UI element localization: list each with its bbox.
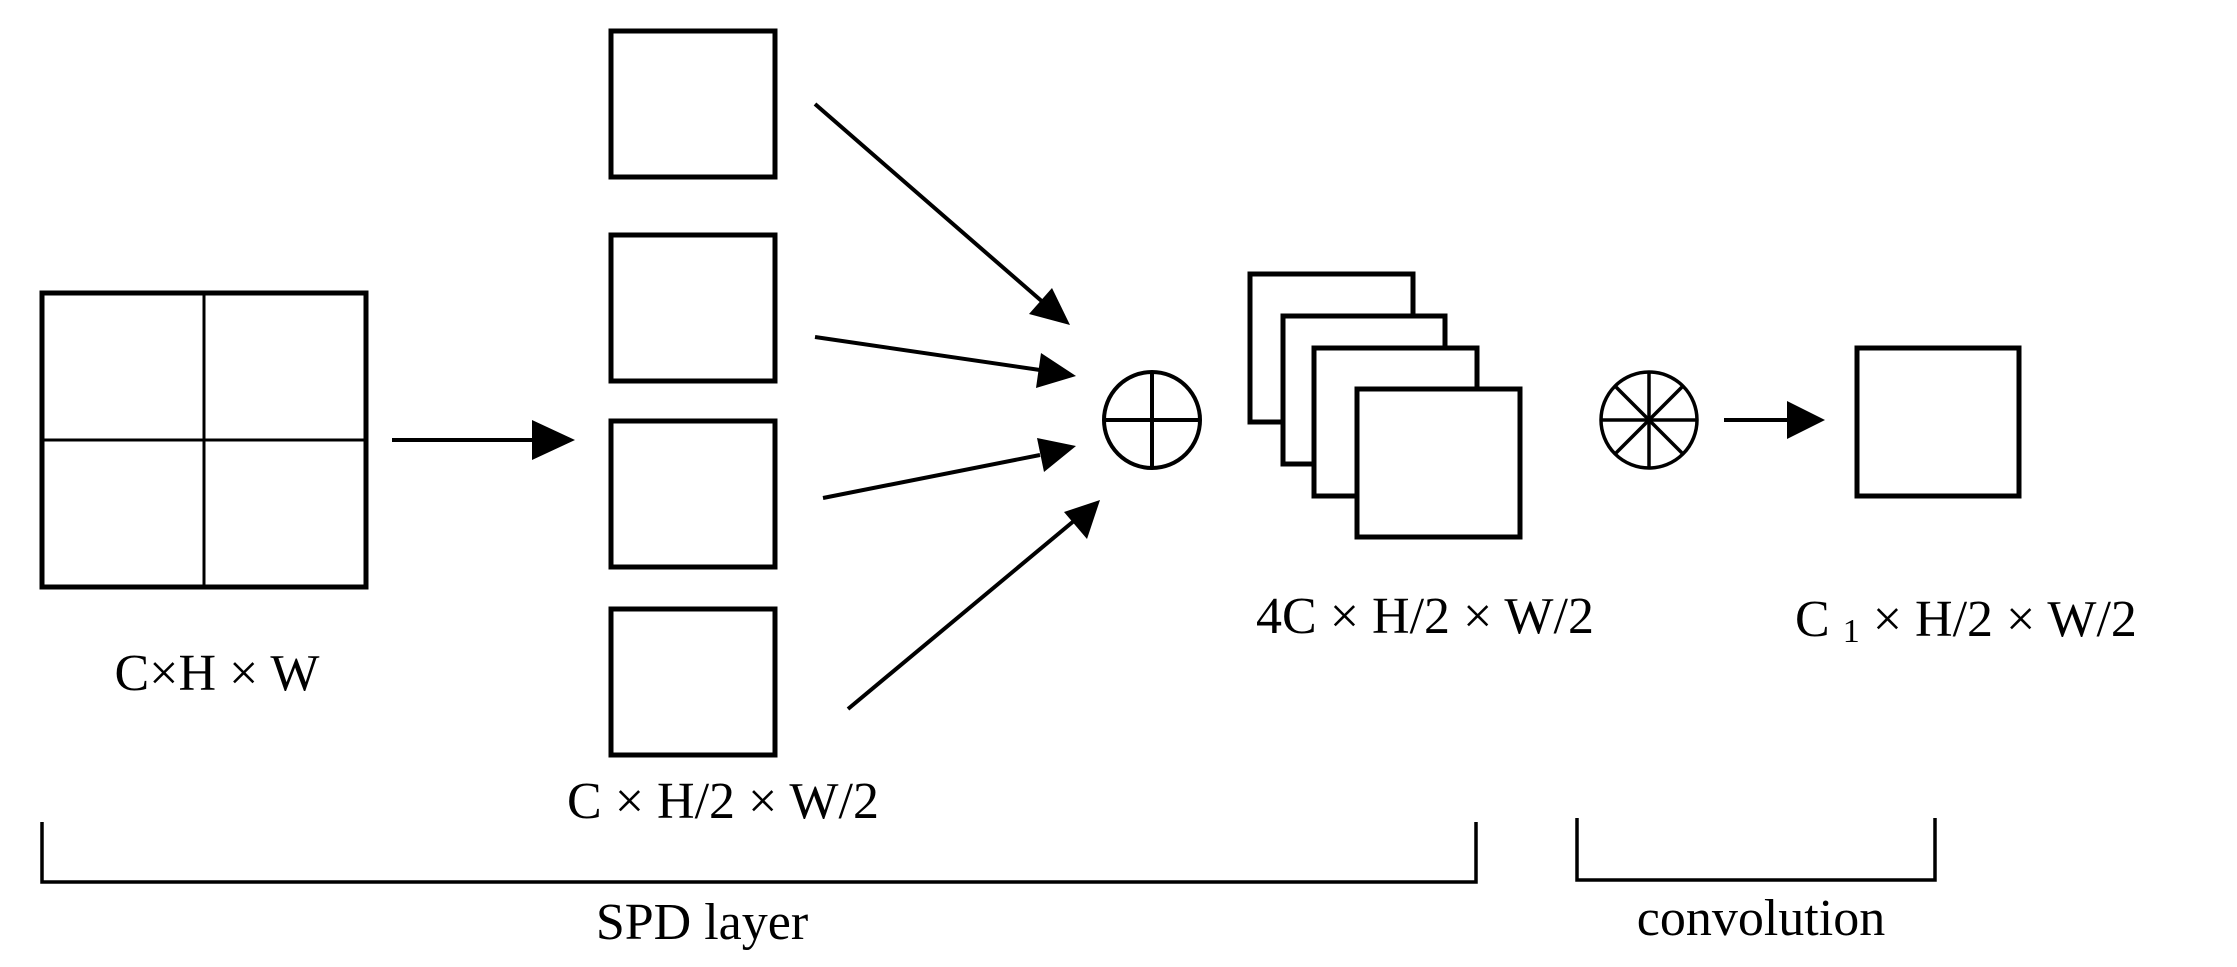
sub-map-3: [608, 418, 778, 570]
concat-arrow-3: [822, 438, 1076, 500]
circled-plus-icon: [1102, 370, 1202, 470]
concat-size-label: 4C × H/2 × W/2: [1256, 588, 1594, 645]
concat-arrows: [813, 102, 1100, 711]
concat-arrow-2: [814, 335, 1076, 388]
output-arrow: [1724, 401, 1825, 439]
output-size-suffix: × H/2 × W/2: [1873, 591, 2137, 648]
sub-map-4: [608, 606, 778, 758]
convolution-bracket: [1575, 818, 1937, 882]
spd-layer-label: SPD layer: [596, 894, 808, 951]
output-size-subscript: 1: [1843, 613, 1860, 650]
output-feature-map: [1854, 345, 2022, 499]
input-size-label: C×H × W: [114, 645, 319, 702]
spd-layer-bracket: [40, 822, 1478, 884]
concatenated-feature-maps: [1247, 271, 1523, 540]
concat-arrow-1: [813, 102, 1070, 325]
split-size-label: C × H/2 × W/2: [567, 773, 879, 830]
split-arrow: [392, 420, 575, 460]
concat-arrow-4: [846, 500, 1100, 711]
circled-asterisk-icon: [1599, 370, 1699, 470]
convolution-label: convolution: [1637, 890, 1885, 947]
stack-layer-4: [1354, 386, 1523, 540]
output-size-prefix: C: [1795, 591, 1830, 648]
sub-feature-maps: [608, 28, 778, 758]
output-size-label: C 1 × H/2 × W/2: [1795, 591, 2137, 654]
input-feature-map: [39, 290, 369, 590]
sub-map-1: [608, 28, 778, 180]
sub-map-2: [608, 232, 778, 384]
